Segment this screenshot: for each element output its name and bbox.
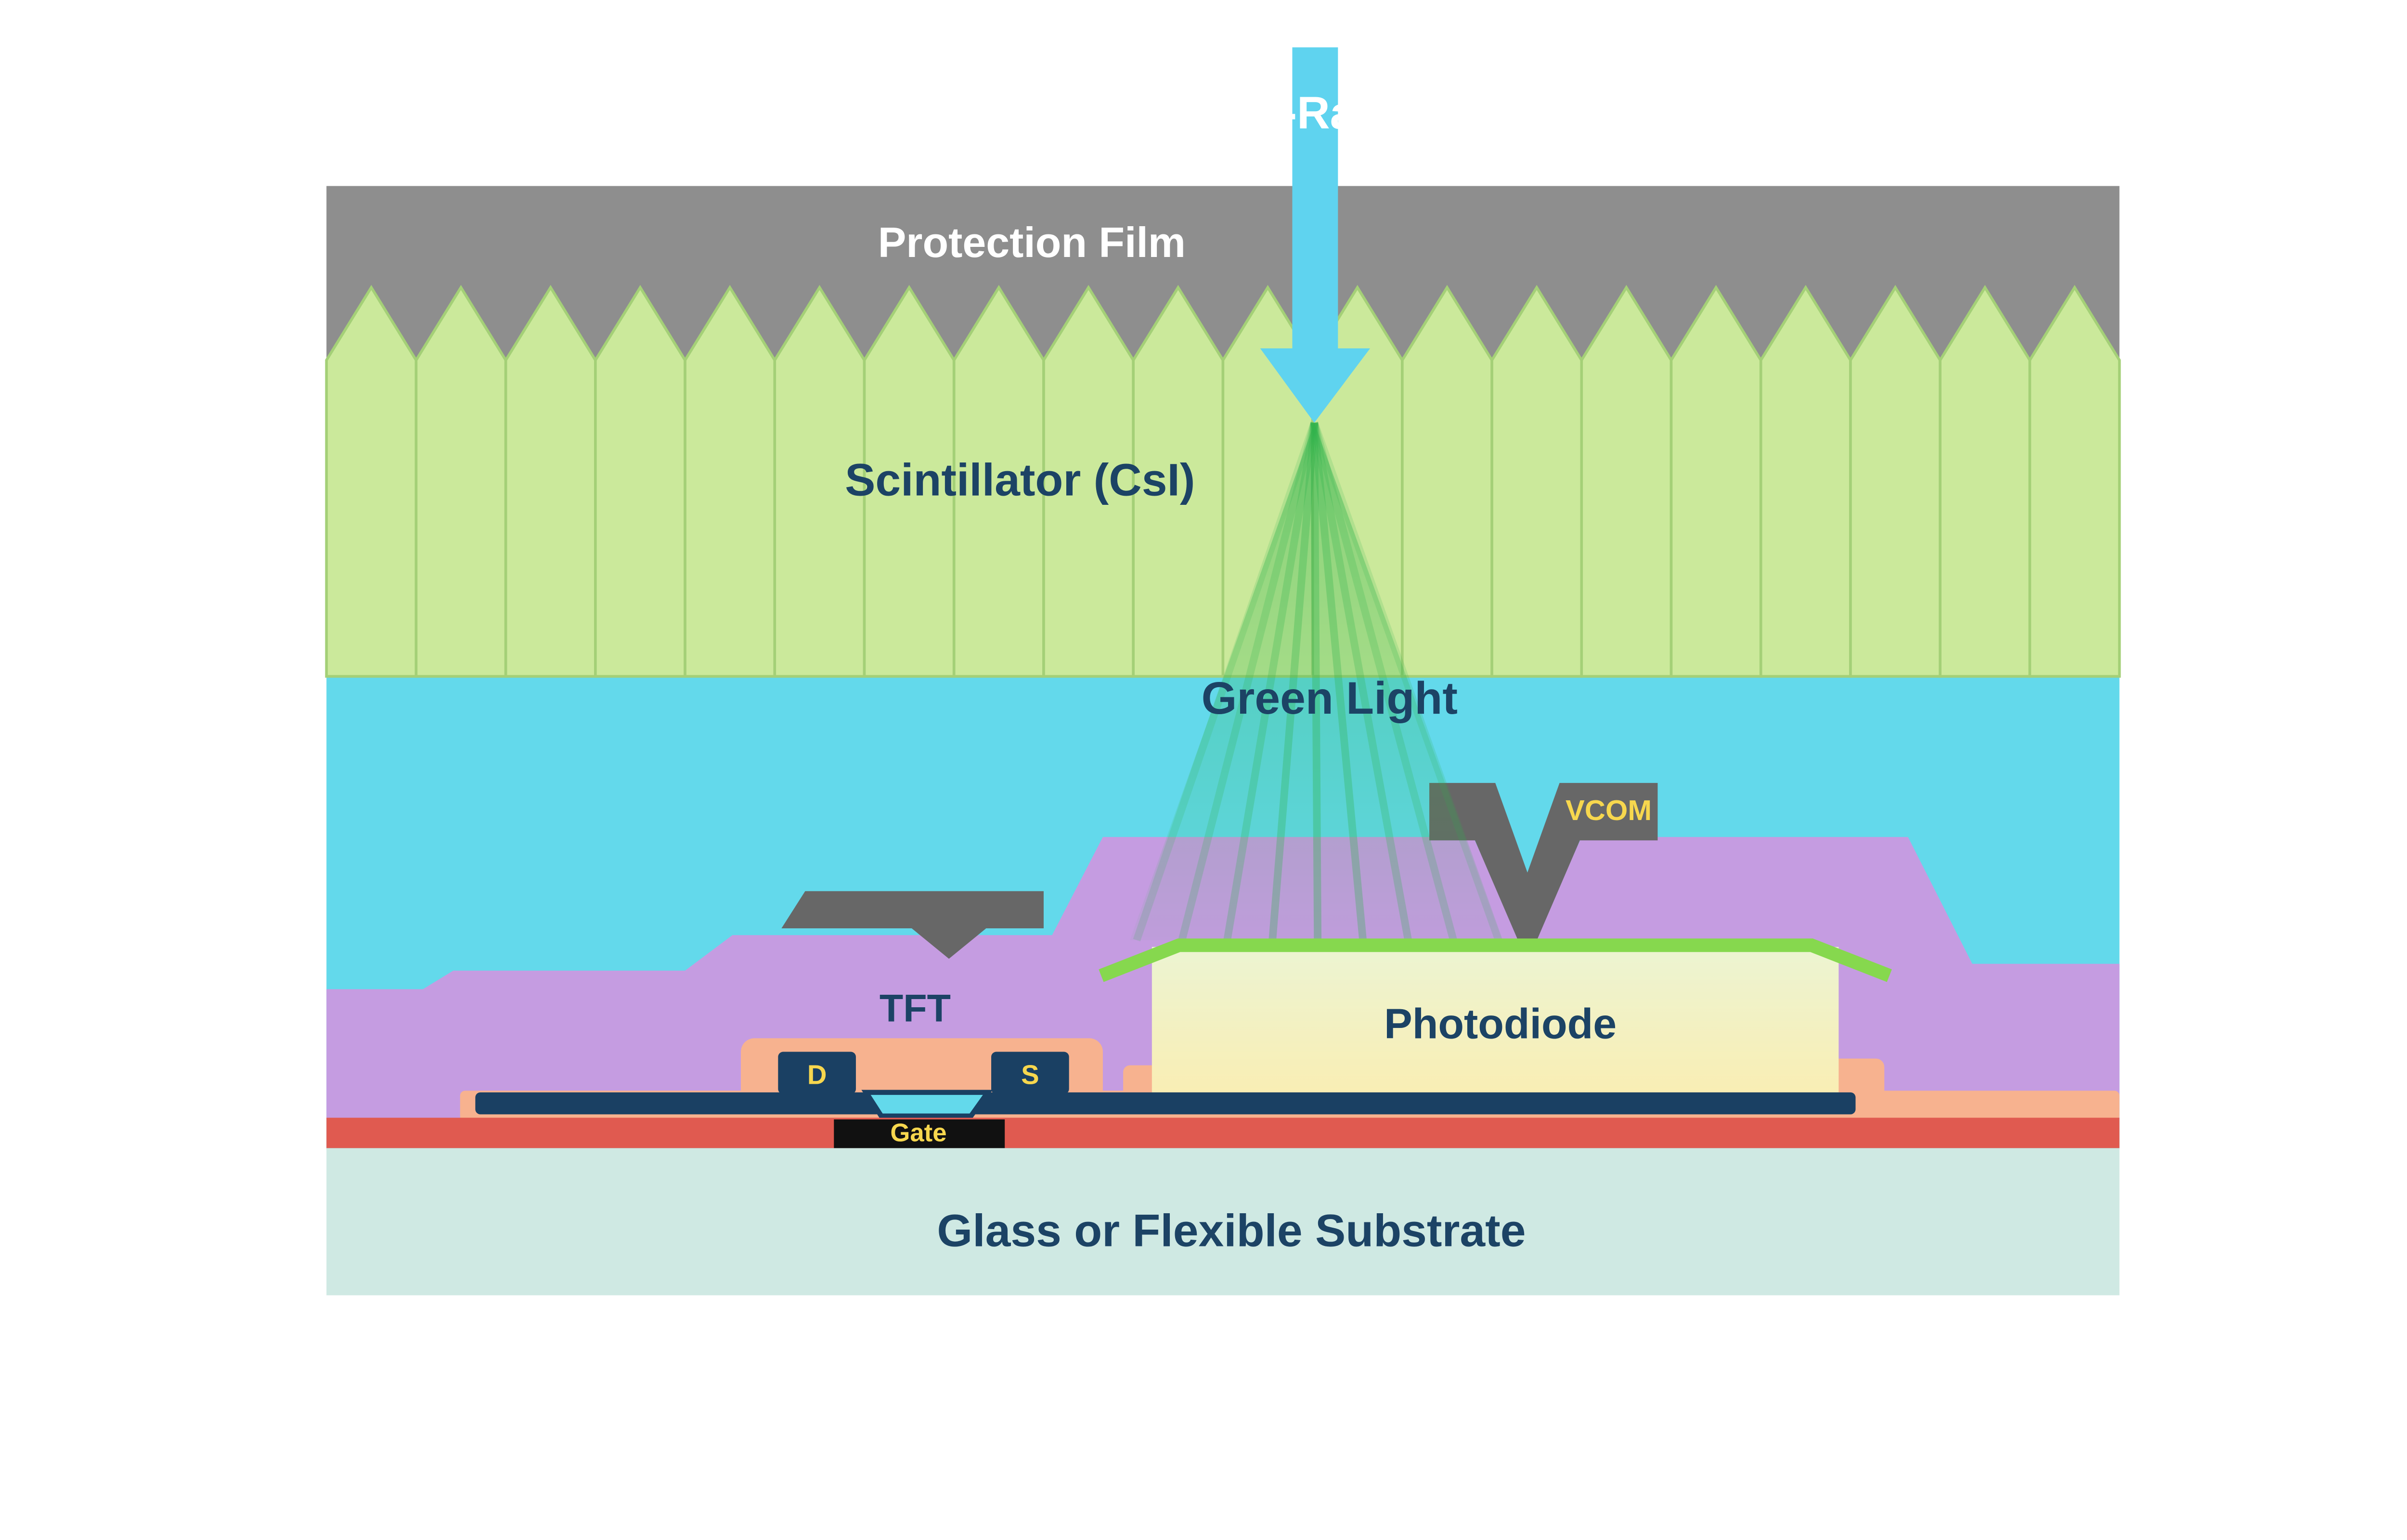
xray-arrow-head (1260, 348, 1371, 423)
source-label: S (1021, 1059, 1039, 1090)
scintillator-column (2028, 284, 2121, 678)
page: X-Ray Protection Film Scintillator (CsI)… (325, 47, 2121, 1296)
protection-film-layer (326, 186, 2120, 362)
green-light-label: Green Light (1202, 673, 1458, 724)
scintillator-column (1042, 284, 1135, 678)
scintillator-column (1580, 284, 1673, 678)
bottom-metal-line (475, 1092, 1856, 1115)
tft-label: TFT (880, 987, 951, 1030)
xray-label: X-Ray (1251, 88, 1381, 139)
scintillator-column (1939, 284, 2032, 678)
scintillator-column (325, 284, 418, 678)
xray-arrow-shaft (1292, 47, 1338, 352)
scintillator-column (504, 284, 597, 678)
green-light-ray (1268, 422, 1319, 941)
vcom-label: VCOM (1566, 794, 1652, 826)
photodiode-top-contact (1099, 938, 1892, 982)
green-light-fan (1130, 423, 1502, 940)
scintillator-column (773, 284, 866, 678)
bias-line-structure (781, 891, 1044, 959)
substrate-layer (326, 1148, 2120, 1296)
scintillator-layer (325, 284, 2121, 678)
green-light-ray (1310, 422, 1457, 941)
tft-drain-block (778, 1052, 856, 1094)
scintillator-column (684, 284, 776, 678)
scintillator-column (863, 284, 956, 678)
scintillator-column (1849, 284, 1942, 678)
red-barrier-layer (326, 1117, 2120, 1148)
green-light-ray (1310, 422, 1367, 941)
scintillator-label: Scintillator (CsI) (845, 455, 1195, 506)
scintillator-column (952, 284, 1045, 678)
photodiode-body (1152, 947, 1839, 1092)
green-light-ray (1310, 423, 1322, 940)
green-light-rays (1133, 421, 1502, 942)
tft-source-block (991, 1052, 1069, 1094)
scintillator-column (414, 284, 507, 678)
xray-detector-cross-section-diagram: X-Ray Protection Film Scintillator (CsI)… (325, 47, 2121, 1296)
green-light-ray (1133, 421, 1318, 942)
scintillator-column (1401, 284, 1493, 678)
gate-label: Gate (890, 1119, 946, 1147)
green-light-ray (1310, 422, 1412, 941)
gate-metal (834, 1119, 1005, 1148)
scintillator-column (1490, 284, 1583, 678)
vcom-electrode (1429, 783, 1658, 962)
scintillator-column (1759, 284, 1852, 678)
drain-label: D (807, 1059, 827, 1090)
green-light-ray (1223, 422, 1318, 941)
green-light-ray (1178, 422, 1318, 941)
scintillator-column (594, 284, 686, 678)
substrate-label: Glass or Flexible Substrate (937, 1206, 1526, 1257)
scintillator-column (1132, 284, 1225, 678)
green-light-ray (1310, 421, 1502, 942)
scintillator-column (1669, 284, 1762, 678)
tft-channel (861, 1090, 993, 1119)
protection-film-label: Protection Film (878, 218, 1186, 266)
photodiode-label: Photodiode (1384, 1000, 1617, 1047)
